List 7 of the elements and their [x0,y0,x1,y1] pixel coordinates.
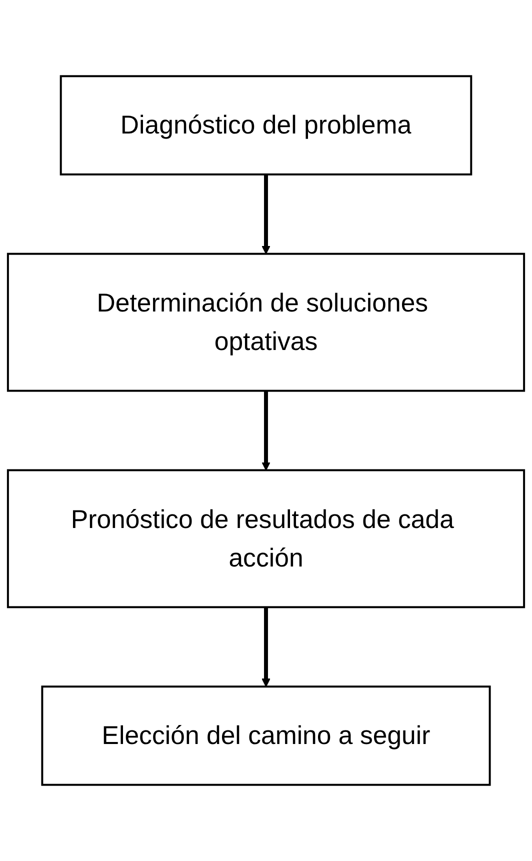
arrow [262,174,270,254]
node-box: Diagnóstico del problema [60,75,472,176]
node-box: Determinación de soluciones optativas [6,252,526,392]
arrow [262,607,270,687]
node-box: Elección del camino a seguir [41,686,491,786]
node-box: Pronóstico de resultados de cada acción [6,469,526,608]
arrow [262,390,270,471]
